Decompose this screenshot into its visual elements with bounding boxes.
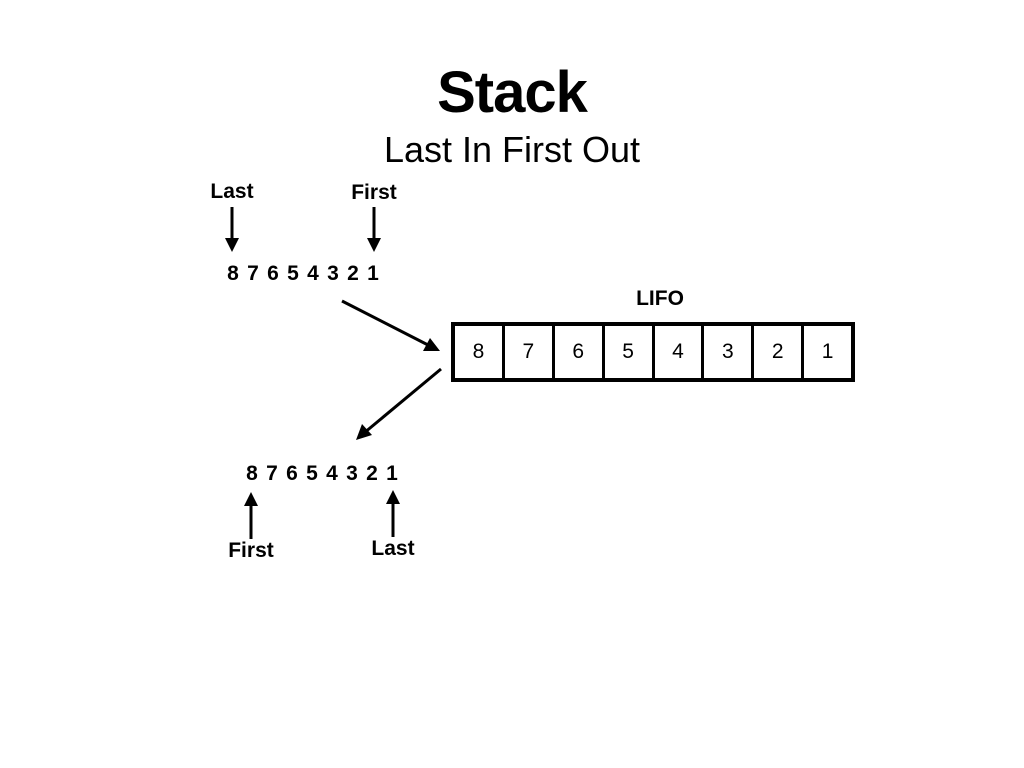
output-first-label: First bbox=[228, 539, 274, 562]
up-arrow-icon bbox=[386, 490, 400, 537]
output-sequence: 8 7 6 5 4 3 2 1 bbox=[242, 462, 402, 486]
stack-cell: 2 bbox=[754, 326, 805, 378]
diagram-subtitle: Last In First Out bbox=[383, 129, 641, 170]
up-arrow-icon bbox=[244, 492, 258, 539]
stack-cell: 6 bbox=[555, 326, 605, 378]
stack-cell: 1 bbox=[821, 340, 834, 363]
down-arrow-icon bbox=[225, 207, 239, 252]
input-item: 2 bbox=[347, 262, 359, 285]
diagram-title: Stack bbox=[437, 60, 588, 125]
input-item: 5 bbox=[287, 262, 299, 285]
input-item: 8 bbox=[227, 262, 239, 285]
stack-cell: 8 bbox=[455, 326, 505, 378]
pop-arrow-icon bbox=[356, 367, 442, 440]
output-item: 8 bbox=[246, 462, 258, 485]
input-item: 4 bbox=[307, 262, 319, 285]
stack-cell: 5 bbox=[605, 326, 655, 378]
output-item: 2 bbox=[366, 462, 378, 485]
stack-container: 8 7 6 5 4 3 2 1 bbox=[451, 322, 855, 382]
stack-label: LIFO bbox=[636, 287, 684, 310]
output-item: 3 bbox=[346, 462, 358, 485]
output-item: 5 bbox=[306, 462, 318, 485]
input-item: 6 bbox=[267, 262, 279, 285]
input-item: 7 bbox=[247, 262, 259, 285]
stack-cell: 3 bbox=[704, 326, 755, 378]
output-item: 7 bbox=[266, 462, 278, 485]
push-arrow-icon bbox=[341, 299, 440, 351]
input-sequence: 8 7 6 5 4 3 2 1 bbox=[223, 262, 383, 286]
input-last-label: Last bbox=[210, 180, 254, 203]
output-item: 4 bbox=[326, 462, 338, 485]
input-item: 3 bbox=[327, 262, 339, 285]
input-item: 1 bbox=[367, 262, 379, 285]
stack-cell: 7 bbox=[505, 326, 555, 378]
output-item: 1 bbox=[386, 462, 398, 485]
down-arrow-icon bbox=[367, 207, 381, 252]
output-last-label: Last bbox=[371, 537, 415, 560]
input-first-label: First bbox=[351, 181, 397, 204]
output-item: 6 bbox=[286, 462, 298, 485]
stack-cell: 4 bbox=[655, 326, 705, 378]
